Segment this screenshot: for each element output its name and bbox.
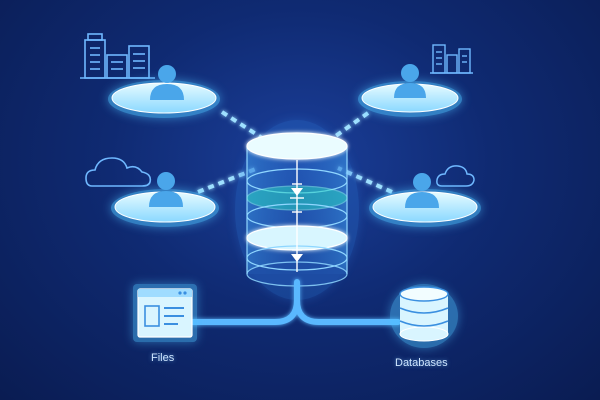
window-document-icon (137, 288, 193, 338)
arrow-down-icon (291, 188, 303, 262)
database-icon (399, 286, 449, 342)
storage-pipes (189, 279, 401, 325)
databases-label: Databases (395, 357, 448, 369)
connector-top-right (328, 111, 370, 142)
building-icon (80, 33, 155, 79)
cloud-icon (85, 157, 152, 187)
storage-top (246, 132, 348, 160)
cloud-icon (436, 165, 475, 187)
central-storage[interactable] (235, 120, 359, 300)
files-node[interactable] (133, 284, 197, 342)
user-icon (150, 65, 184, 100)
user-icon (394, 64, 426, 98)
files-label: Files (151, 352, 175, 364)
user-node-mid-right[interactable] (369, 173, 481, 227)
user-node-top-left[interactable] (108, 65, 220, 118)
user-node-top-right[interactable] (358, 64, 462, 117)
storage-spine (290, 160, 304, 272)
connector-top-left (220, 110, 264, 140)
building-icon (430, 44, 473, 74)
databases-node[interactable] (390, 284, 458, 348)
user-icon (149, 172, 183, 207)
user-icon (405, 173, 439, 208)
user-node-mid-left[interactable] (111, 172, 219, 227)
